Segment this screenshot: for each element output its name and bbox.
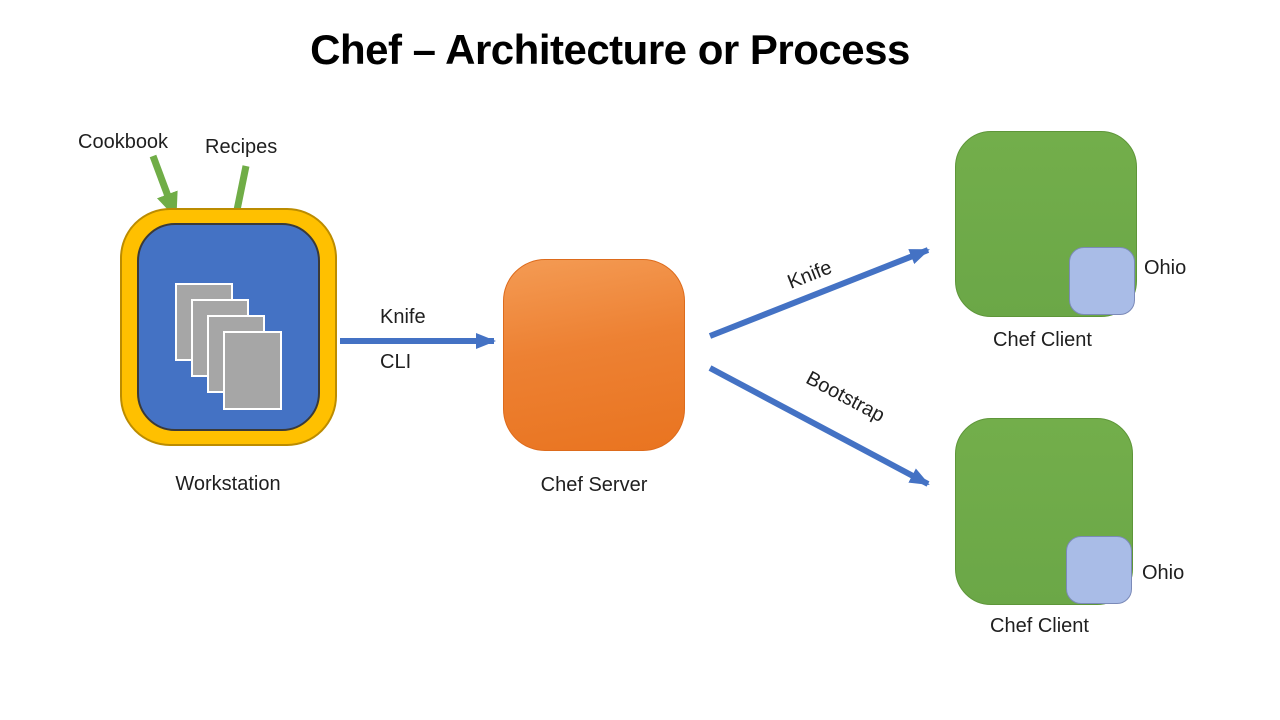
knife-cli-label-line2: CLI (380, 351, 412, 373)
knife-arrow (708, 247, 930, 339)
workstation-label: Workstation (175, 473, 281, 495)
chef-client-label-bottom: Chef Client (990, 615, 1089, 637)
chef-client-label-top: Chef Client (993, 329, 1092, 351)
cookbook-label: Cookbook (78, 131, 169, 153)
page-title: Chef – Architecture or Process (310, 26, 910, 73)
bootstrap-arrow (708, 365, 930, 487)
knife-cli-label-line1: Knife (380, 306, 426, 328)
chef-server-box (503, 259, 685, 451)
cookbook-arrow (149, 154, 179, 219)
recipes-label: Recipes (205, 136, 278, 158)
region-label-top: Ohio (1144, 257, 1187, 279)
chef-server-label: Chef Server (540, 474, 648, 496)
region-label-bottom: Ohio (1142, 562, 1185, 584)
document-sheet (223, 331, 282, 410)
region-box-top (1069, 247, 1135, 315)
region-box-bottom (1066, 536, 1132, 604)
